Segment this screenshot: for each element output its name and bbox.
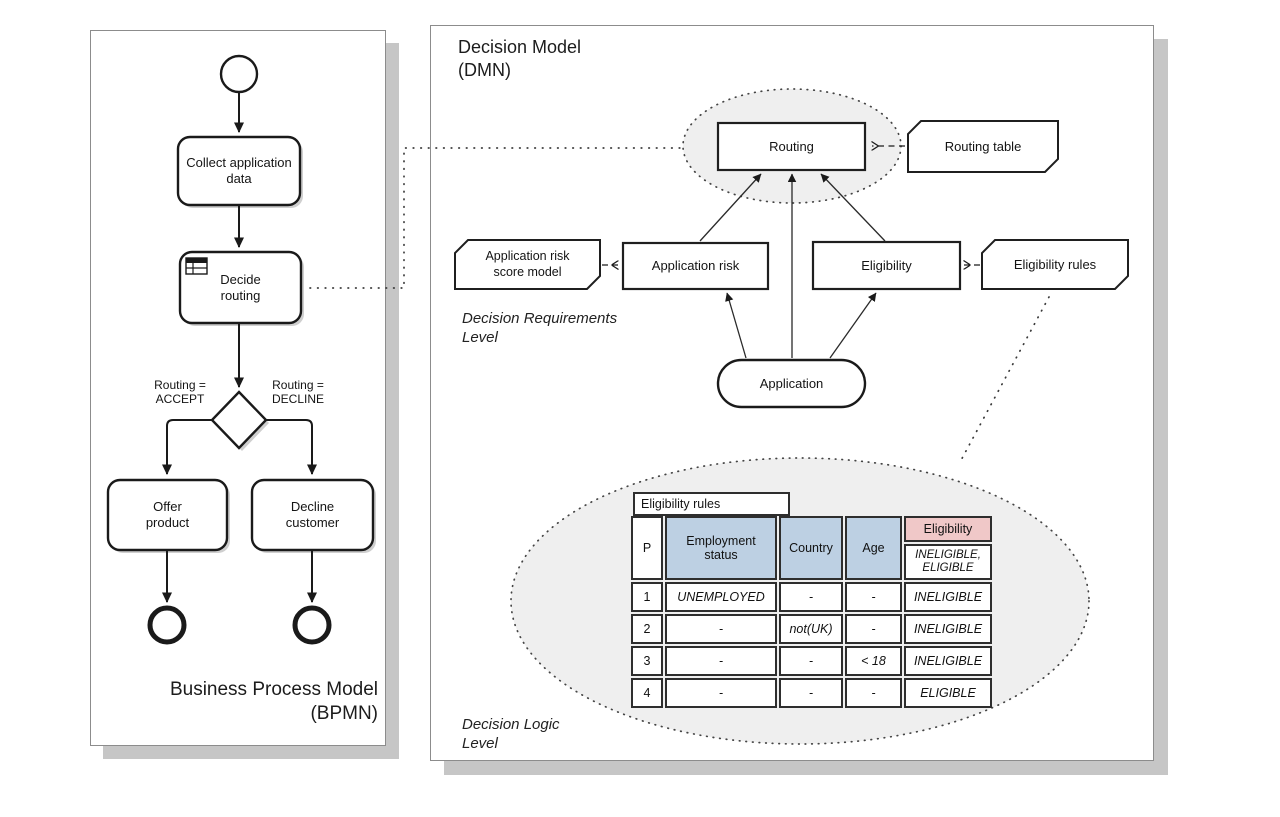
rule-country: - [779,582,843,612]
decision-eligibility-label: Eligibility [861,257,912,273]
output-column-eligibility: Eligibility INELIGIBLE, ELIGIBLE [904,516,992,580]
rule-row-1: 1 UNEMPLOYED - - INELIGIBLE [631,582,992,612]
rule-row-3: 3 - - < 18 INELIGIBLE [631,646,992,676]
dmn-bkm-routing-table-shape [907,120,1059,173]
input-column-employment-status: Employment status [665,516,777,580]
rule-age: < 18 [845,646,902,676]
rule-eligibility: INELIGIBLE [904,646,992,676]
bkm-eligibility-rules-label: Eligibility rules [1013,256,1097,272]
rule-employment: - [665,678,777,708]
decision-routing-label: Routing [769,138,814,154]
bpmn-task-decline-shape [250,478,376,553]
rule-employment: - [665,614,777,644]
dmn-decision-routing-shape [716,121,867,172]
input-column-country: Country [779,516,843,580]
rule-number: 2 [631,614,663,644]
dmn-req-arrow-application-to-eligibility [829,292,877,359]
rule-number: 3 [631,646,663,676]
bpmn-end-event-left [147,605,187,645]
bpmn-caption-line1: Business Process Model [169,679,378,700]
bpmn-flow-gateway-to-offer [162,419,212,475]
output-column-header: Eligibility [904,516,992,542]
gateway-label-accept: Routing = ACCEPT [154,378,206,406]
dmn-req-arrow-application-to-apprisk [725,292,747,359]
input-application-label: Application [759,375,824,391]
task-decide-label: Decide routing [220,271,261,303]
decision-table-name-box: Eligibility rules [633,492,790,516]
rule-row-2: 2 - not(UK) - INELIGIBLE [631,614,992,644]
decision-requirements-level-label: Decision Requirements Level [462,310,618,346]
business-rule-task-icon [185,257,208,275]
rule-employment: UNEMPLOYED [665,582,777,612]
bpmn-task-offer-shape [106,478,230,553]
bpmn-panel-caption: Business Process Model (BPMN) [128,678,378,726]
bpmn-flow-gateway-to-decline [266,419,317,475]
task-decline-label: Decline customer [285,499,340,530]
bkm-routing-table-label: Routing table [944,138,1022,154]
bpmn-start-event [219,54,259,94]
decision-logic-level-label: Decision Logic Level [462,716,560,752]
task-collect-label: Collect application data [186,155,292,186]
eligibility-rules-to-table-dotted-link [958,296,1050,465]
rule-number: 4 [631,678,663,708]
bpmn-end-event-right [292,605,332,645]
dmn-panel-title: Decision Model (DMN) [458,36,678,82]
rule-age: - [845,614,902,644]
dmn-req-arrow-eligibility-to-routing [820,173,886,242]
rule-eligibility: INELIGIBLE [904,614,992,644]
dmn-req-arrow-apprisk-to-routing [699,173,762,242]
output-allowed-values: INELIGIBLE, ELIGIBLE [904,544,992,580]
rule-row-4: 4 - - - ELIGIBLE [631,678,992,708]
rule-age: - [845,582,902,612]
bpmn-task-collect-shape [176,135,303,208]
dmn-title-line1: Decision Model [458,37,582,57]
decision-table: P Employment status Country Age Eligibil… [629,514,994,710]
dmn-title-line2: (DMN) [458,60,511,81]
rule-employment: - [665,646,777,676]
hit-policy-cell: P [631,516,663,580]
decision-table-header-row: P Employment status Country Age Eligibil… [631,516,992,580]
input-column-age: Age [845,516,902,580]
dmn-bkm-eligibility-rules-shape [981,239,1129,290]
bpmn-gateway-shape [210,390,269,451]
decision-application-risk-label: Application risk [651,258,740,274]
bpmn-caption-line2: (BPMN) [310,702,378,724]
rule-number: 1 [631,582,663,612]
dmn-input-application-shape [716,358,867,409]
rule-eligibility: INELIGIBLE [904,582,992,612]
dmn-decision-eligibility-shape [811,240,962,291]
rule-country: - [779,678,843,708]
rule-eligibility: ELIGIBLE [904,678,992,708]
decide-routing-to-routing-dotted-link [309,147,683,289]
dmn-bkm-application-risk-score-model-shape [454,239,601,290]
rule-age: - [845,678,902,708]
bkm-application-risk-score-model-label: Application risk score model [485,249,570,279]
task-offer-label: Offer product [145,499,190,530]
bpmn-task-decide-shape [178,250,304,326]
rule-country: - [779,646,843,676]
dmn-decision-application-risk-shape [621,241,770,291]
gateway-label-decline: Routing = DECLINE [271,378,324,406]
rule-country: not(UK) [779,614,843,644]
